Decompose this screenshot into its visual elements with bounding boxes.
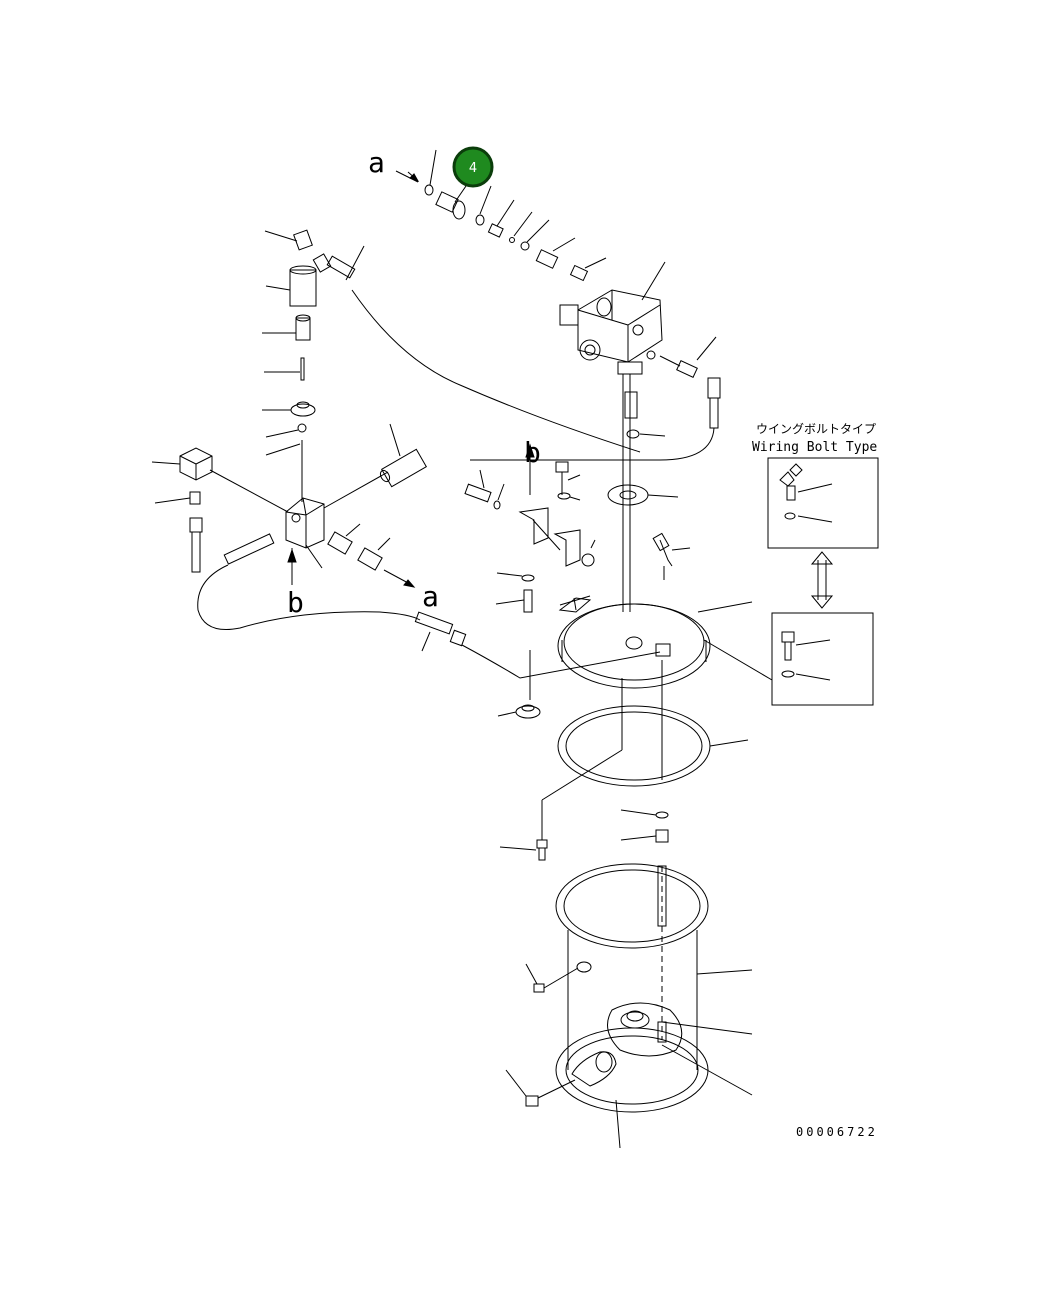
nut-washer: [620, 809, 669, 1040]
wing-bolt-type-jp: ウイングボルトタイプ: [756, 422, 876, 436]
drawing-number: 00006722: [796, 1125, 878, 1139]
drain-cap: [497, 650, 541, 719]
right-hose: [470, 336, 721, 461]
left-hose: [197, 533, 661, 679]
valve-block: [559, 261, 666, 440]
top-hose: [312, 245, 641, 453]
junction-block: [209, 469, 389, 585]
double-arrow: [810, 551, 834, 609]
arrow-b-label-bottom: b: [287, 586, 304, 619]
wing-bolt-box: [767, 457, 879, 549]
svg-text:b: b: [524, 436, 541, 469]
tank-top-plate: [557, 391, 753, 689]
wing-bolt-type-en: Wiring Bolt Type: [752, 440, 877, 455]
arrow-a-label-bottom: a: [422, 580, 439, 613]
top-fitting-chain: [395, 149, 607, 282]
accumulator: [379, 423, 428, 488]
part-callout-number: 4: [469, 161, 477, 176]
hex-bolt-box: [703, 612, 874, 706]
junction-fittings: [327, 523, 416, 588]
elbow-fitting: [652, 532, 691, 580]
arrow-b-top: b: [524, 436, 541, 469]
gasket-ring: [541, 660, 749, 840]
tank-side-fittings: [505, 961, 621, 1149]
arrow-a-label-top: a: [368, 146, 385, 179]
tank-body: [555, 863, 753, 1113]
connector-box: [151, 447, 213, 573]
part-callout-4[interactable]: 4: [452, 146, 494, 188]
bracket-assembly: [464, 443, 596, 613]
bolt-left: [499, 839, 548, 861]
left-stack: [262, 229, 317, 502]
